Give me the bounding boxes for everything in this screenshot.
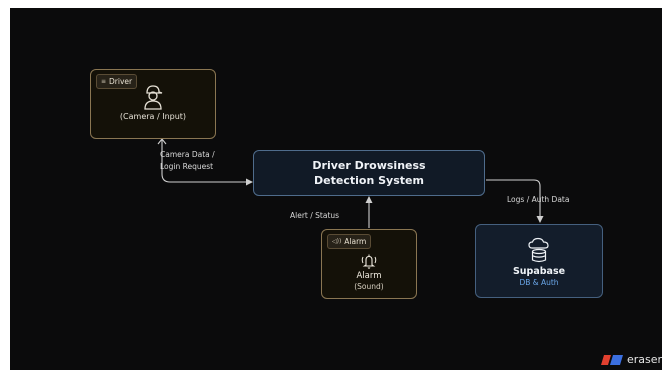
eraser-brand[interactable]: eraser [600, 353, 662, 366]
driver-node[interactable]: ≡ Driver (Camera / Input) [90, 69, 216, 139]
alarm-node[interactable]: ◁)) Alarm Alarm (Sound) [321, 229, 417, 299]
bell-icon [361, 254, 377, 269]
eraser-logo-icon [600, 354, 623, 365]
driver-icon [144, 85, 163, 110]
alarm-subtitle: (Sound) [354, 282, 384, 291]
list-icon: ≡ [101, 78, 107, 85]
supabase-node[interactable]: Supabase DB & Auth [475, 224, 603, 298]
detection-system-node[interactable]: Driver Drowsiness Detection System [253, 150, 485, 196]
database-cloud-icon [528, 237, 549, 263]
system-title-line-1: Driver Drowsiness [312, 159, 426, 172]
edge-label-camera-line-1: Camera Data / [160, 150, 215, 159]
alarm-tag: ◁)) Alarm [327, 234, 372, 249]
system-title-line-2: Detection System [314, 174, 424, 187]
alarm-tag-label: Alarm [344, 237, 367, 246]
diagram-canvas: ≡ Driver (Camera / Input) Driver Drowsin… [10, 8, 662, 370]
driver-tag-label: Driver [109, 77, 133, 86]
edge-label-alert: Alert / Status [290, 211, 340, 220]
edge-camera-start [157, 138, 167, 145]
supabase-subtitle: DB & Auth [519, 278, 559, 287]
edge-label-camera: Camera Data / Login Request [160, 149, 215, 173]
brand-name: eraser [626, 353, 662, 366]
edge-label-camera-line-2: Login Request [160, 162, 214, 171]
driver-caption: (Camera / Input) [119, 112, 187, 121]
driver-tag: ≡ Driver [96, 74, 138, 89]
supabase-title: Supabase [512, 266, 566, 277]
alarm-title: Alarm [356, 271, 382, 281]
speaker-icon: ◁)) [332, 238, 342, 245]
edge-label-logs: Logs / Auth Data [507, 195, 570, 204]
